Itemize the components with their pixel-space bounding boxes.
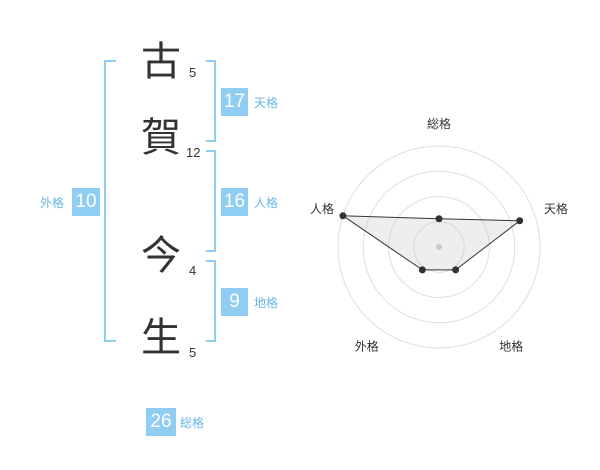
radar-point-1	[516, 217, 524, 225]
name-char-3: 今	[141, 233, 181, 279]
tenkaku-value: 17	[221, 88, 248, 116]
gaikaku-bracket	[104, 60, 116, 342]
stroke-count-1: 5	[189, 65, 197, 80]
radar-center	[436, 244, 442, 250]
stroke-count-2: 12	[186, 145, 201, 160]
radar-point-2	[452, 266, 460, 274]
chikaku-bracket	[206, 260, 216, 342]
soukaku-value: 26	[146, 408, 176, 436]
radar-axis-label-4: 人格	[310, 201, 334, 216]
radar-point-3	[418, 266, 426, 274]
radar-ring-4	[337, 145, 541, 349]
radar-ring-3	[362, 170, 516, 324]
tenkaku-label: 天格	[254, 96, 279, 110]
chikaku-value: 9	[221, 288, 248, 316]
radar-series-area	[341, 215, 522, 271]
stroke-count-3: 4	[189, 263, 197, 278]
name-char-1: 古	[141, 39, 181, 85]
stroke-count-4: 5	[189, 345, 197, 360]
soukaku-label: 総格	[180, 416, 205, 430]
jinkaku-label: 人格	[254, 196, 279, 210]
name-char-4: 生	[141, 315, 181, 361]
radar-axis-label-2: 地格	[499, 339, 523, 354]
tenkaku-bracket	[206, 60, 216, 142]
gaikaku-label: 外格	[40, 196, 65, 210]
chikaku-label: 地格	[254, 296, 279, 310]
radar-axis-label-1: 天格	[544, 201, 568, 216]
radar-point-0	[435, 215, 443, 223]
gaikaku-value: 10	[72, 188, 100, 216]
radar-axis-label-0: 総格	[427, 116, 451, 131]
jinkaku-bracket	[206, 150, 216, 252]
jinkaku-value: 16	[221, 188, 248, 216]
radar-axis-label-3: 外格	[355, 339, 379, 354]
radar-point-4	[339, 212, 347, 220]
name-char-2: 賀	[141, 115, 181, 161]
